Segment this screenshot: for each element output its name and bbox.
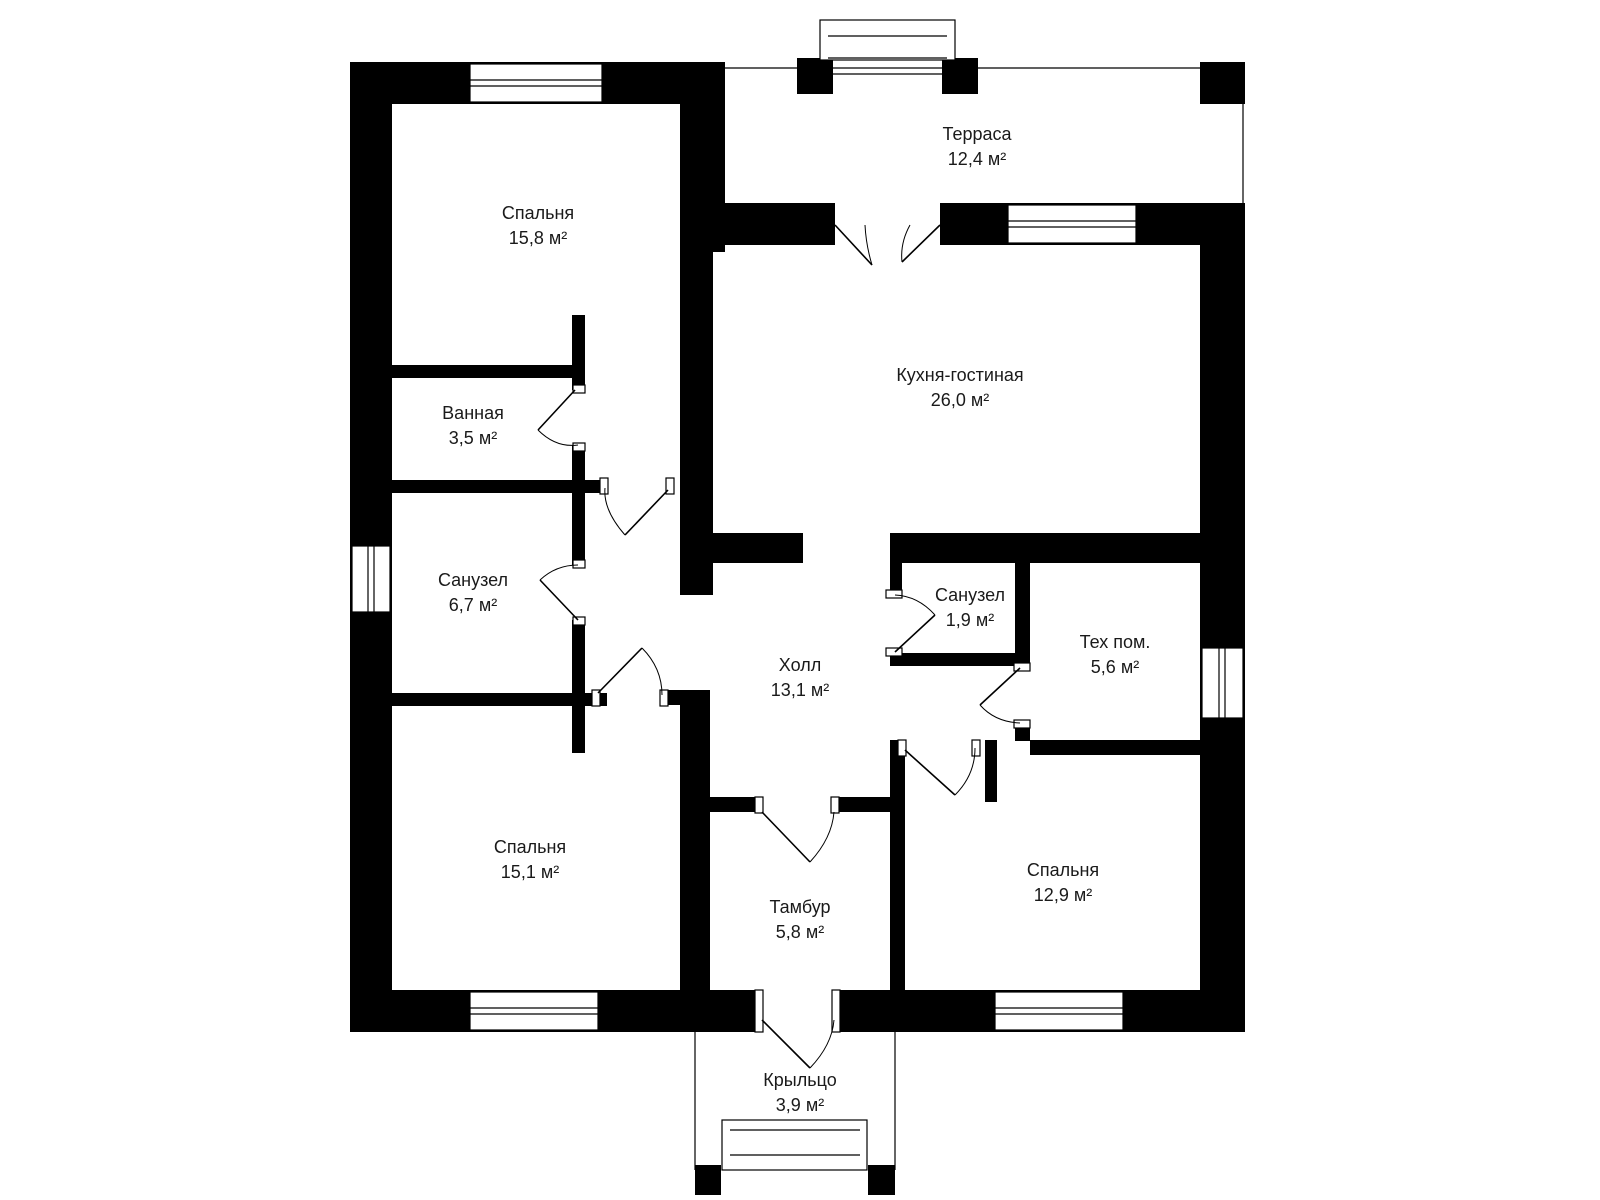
room-name: Ванная <box>442 403 504 423</box>
room-label-tech-room: Тех пом. 5,6 м² <box>995 630 1235 680</box>
room-label-wc-west: Санузел 6,7 м² <box>353 568 593 618</box>
room-label-bathroom: Ванная 3,5 м² <box>353 401 593 451</box>
room-name: Терраса <box>942 124 1012 144</box>
windows <box>351 63 1244 1031</box>
room-name: Санузел <box>934 585 1006 605</box>
room-label-hall: Холл 13,1 м² <box>680 653 920 703</box>
room-area: 6,7 м² <box>448 595 498 615</box>
room-label-bedroom-sw: Спальня 15,1 м² <box>410 835 650 885</box>
room-name: Спальня <box>1026 860 1100 880</box>
interior-walls <box>392 245 1202 1032</box>
room-area: 12,9 м² <box>1033 885 1093 905</box>
room-area: 12,4 м² <box>947 149 1007 169</box>
room-area: 5,8 м² <box>775 922 825 942</box>
room-label-bedroom-nw: Спальня 15,8 м² <box>418 201 658 251</box>
room-label-porch: Крыльцо 3,9 м² <box>680 1068 920 1118</box>
room-label-terrace: Терраса 12,4 м² <box>857 122 1097 172</box>
doors <box>537 224 1031 1069</box>
room-name: Холл <box>778 655 822 675</box>
room-area: 3,5 м² <box>448 428 498 448</box>
room-name: Крыльцо <box>763 1070 837 1090</box>
room-name: Спальня <box>501 203 575 223</box>
room-label-bedroom-se: Спальня 12,9 м² <box>943 858 1183 908</box>
room-name: Кухня-гостиная <box>896 365 1024 385</box>
room-area: 26,0 м² <box>930 390 990 410</box>
room-area: 15,8 м² <box>508 228 568 248</box>
room-name: Тех пом. <box>1079 632 1151 652</box>
terrace-structure <box>725 19 1245 203</box>
room-area: 5,6 м² <box>1090 657 1140 677</box>
room-area: 15,1 м² <box>500 862 560 882</box>
room-area: 1,9 м² <box>945 610 995 630</box>
room-label-vestibule: Тамбур 5,8 м² <box>680 895 920 945</box>
room-name: Тамбур <box>769 897 831 917</box>
room-area: 3,9 м² <box>775 1095 825 1115</box>
porch-structure <box>694 1032 896 1195</box>
room-label-kitchen-living: Кухня-гостиная 26,0 м² <box>840 363 1080 413</box>
room-name: Санузел <box>437 570 509 590</box>
room-area: 13,1 м² <box>770 680 830 700</box>
room-label-wc-small: Санузел 1,9 м² <box>850 583 1090 633</box>
room-name: Спальня <box>493 837 567 857</box>
